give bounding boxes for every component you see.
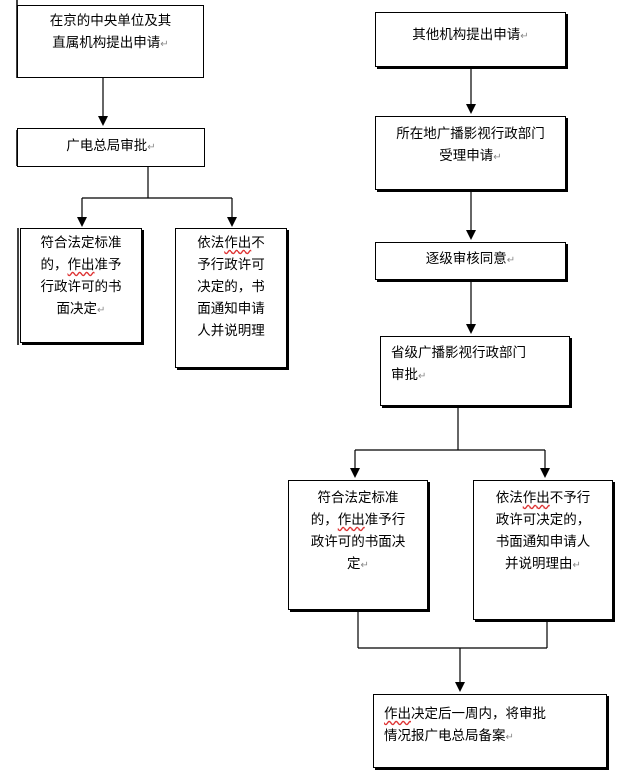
node-left-grant: 符合法定标准 的，作出准予 行政许可的书 面决定↵ bbox=[20, 228, 142, 343]
node-other-apply: 其他机构提出申请↵ bbox=[375, 12, 566, 67]
node-stepwise-review: 逐级审核同意↵ bbox=[375, 242, 566, 280]
node-left-reject: 依法作出不 予行政许可 决定的，书 面通知申请 人并说明理 bbox=[175, 228, 287, 368]
node-sarft-approve: 广电总局审批↵ bbox=[17, 128, 205, 167]
node-local-accept: 所在地广播影视行政部门 受理申请↵ bbox=[375, 116, 566, 190]
node-provincial-approve: 省级广播影视行政部门 审批↵ bbox=[380, 336, 570, 406]
node-report-record: 作出决定后一周内，将审批 情况报广电总局备案↵ bbox=[373, 694, 607, 768]
node-central-apply: 在京的中央单位及其 直属机构提出申请↵ bbox=[17, 5, 204, 78]
node-right-reject: 依法作出不予行 政许可决定的， 书面通知申请人 并说明理由↵ bbox=[473, 480, 613, 620]
node-right-grant: 符合法定标准 的，作出准予行 政许可的书面决 定↵ bbox=[288, 480, 428, 610]
